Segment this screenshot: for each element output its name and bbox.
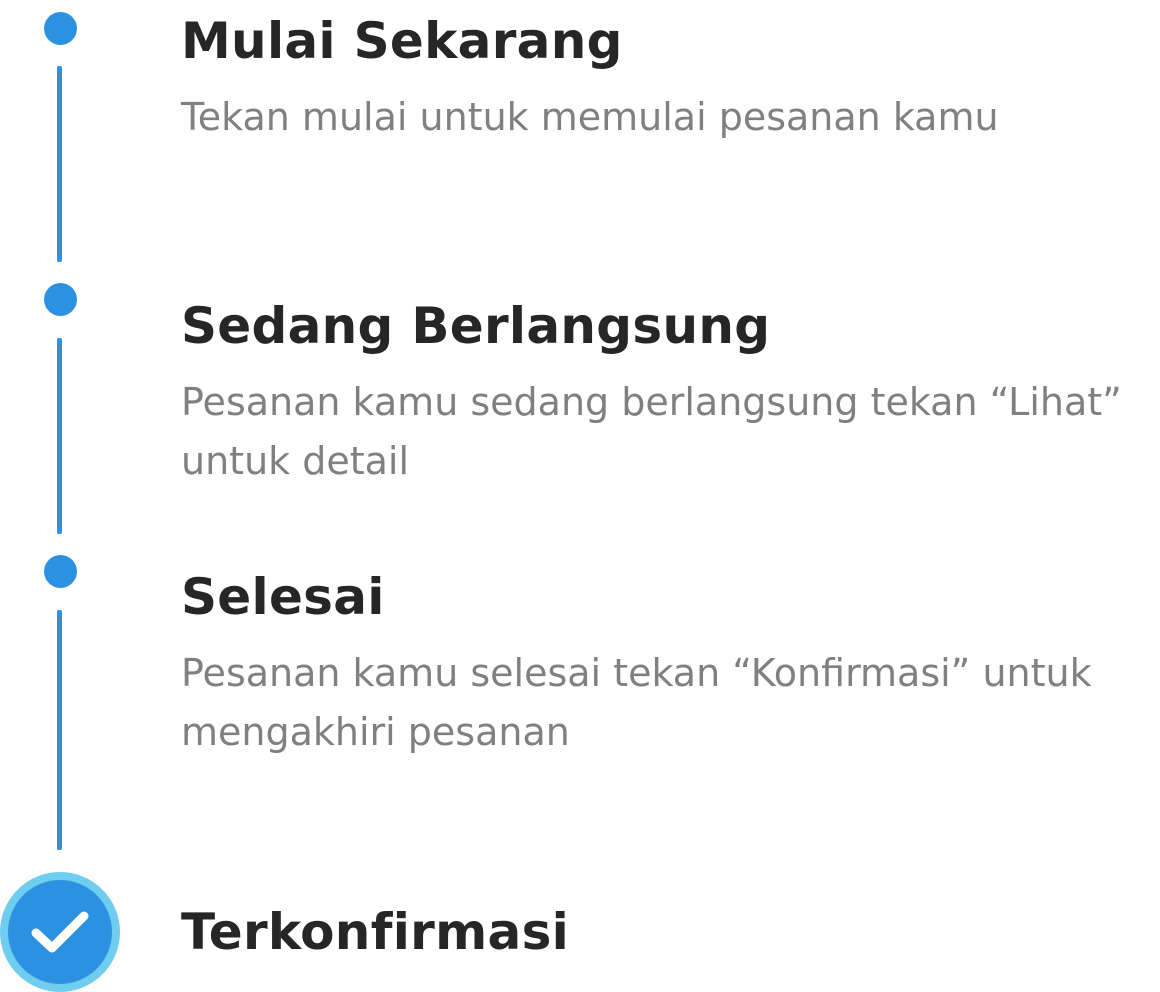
completed-badge	[0, 872, 120, 992]
checkmark-icon	[31, 911, 89, 953]
step-description: Pesanan kamu selesai tekan “Konfirmasi” …	[181, 651, 1092, 754]
step-title: Mulai Sekarang	[181, 12, 623, 70]
step-dot-icon	[44, 555, 77, 588]
step-connector	[57, 610, 62, 850]
step-description: Tekan mulai untuk memulai pesanan kamu	[181, 95, 999, 139]
step-connector	[57, 66, 62, 262]
step-title: Sedang Berlangsung	[181, 297, 771, 355]
step-title: Selesai	[181, 568, 385, 626]
step-dot-icon	[44, 283, 77, 316]
step-dot-icon	[44, 12, 77, 45]
step-title: Terkonfirmasi	[181, 903, 570, 961]
step-connector	[57, 338, 62, 534]
step-description: Pesanan kamu sedang berlangsung tekan “L…	[181, 380, 1122, 483]
